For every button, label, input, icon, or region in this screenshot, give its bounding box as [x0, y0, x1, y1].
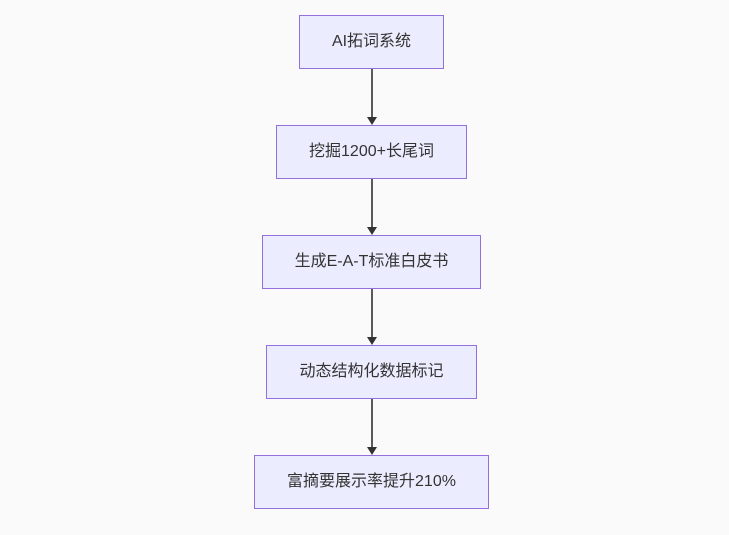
flow-edge-1 [366, 69, 377, 125]
flow-node-ai-word-system: AI拓词系统 [298, 15, 445, 69]
flow-node-rich-snippet-result: 富摘要展示率提升210% [254, 455, 489, 509]
arrow-down-icon [366, 337, 377, 345]
flow-edge-2 [366, 179, 377, 235]
node-label: 挖掘1200+长尾词 [309, 143, 434, 160]
flow-node-longtail-mining: 挖掘1200+长尾词 [276, 125, 467, 179]
flow-node-eat-whitepaper: 生成E-A-T标准白皮书 [261, 235, 482, 289]
node-label: 富摘要展示率提升210% [287, 473, 456, 490]
node-label: 动态结构化数据标记 [299, 363, 444, 380]
arrow-down-icon [366, 117, 377, 125]
flowchart: AI拓词系统 挖掘1200+长尾词 生成E-A-T标准白皮书 动态结构化数据标记 [7, 0, 729, 509]
flow-edge-4 [366, 399, 377, 455]
arrow-down-icon [366, 447, 377, 455]
edge-line [370, 289, 373, 338]
edge-line [370, 179, 373, 228]
edge-line [370, 69, 373, 118]
arrow-down-icon [366, 227, 377, 235]
node-label: AI拓词系统 [331, 33, 412, 50]
node-label: 生成E-A-T标准白皮书 [294, 253, 449, 270]
flow-node-structured-data: 动态结构化数据标记 [266, 345, 477, 399]
flow-edge-3 [366, 289, 377, 345]
edge-line [370, 399, 373, 448]
